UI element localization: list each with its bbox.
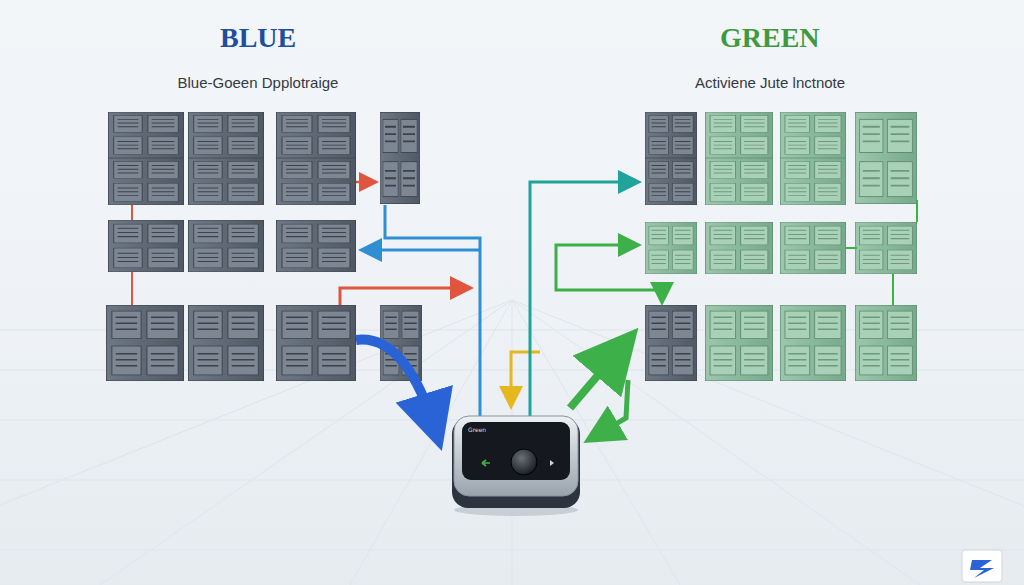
server-rack [276,220,356,272]
server-rack [705,112,773,158]
server-rack [705,222,773,274]
flow-arrow [590,244,636,247]
server-rack [780,112,846,158]
group-subtitle: Activiene Jute lnctnote [695,74,845,91]
flow-arrow [356,340,436,432]
server-rack [780,305,846,381]
server-rack [276,158,356,205]
group-subtitle: Blue-Goeen Dpplotraige [178,74,339,91]
traffic-arrows [132,182,917,438]
group-heading: BLUE [220,22,296,54]
floor-grid [0,300,1024,585]
flow-arrow [364,249,480,252]
flow-arrow [356,181,374,184]
server-rack [188,305,264,381]
group-heading: GREEN [720,22,820,54]
server-rack [108,112,184,158]
green-servers [645,112,917,381]
logo [962,550,1002,582]
link-line [131,205,133,305]
link-line [846,200,917,305]
flow-arrow [530,182,636,418]
server-rack [855,112,917,204]
server-rack [108,158,184,205]
flow-arrow [592,380,628,438]
flow-line [385,205,480,418]
server-rack [108,220,184,272]
flow-arrow [556,245,662,300]
server-rack [780,222,846,274]
device-label: Green [468,426,486,433]
server-rack [645,222,697,274]
server-rack [780,158,846,205]
server-rack [188,158,264,205]
server-rack [705,158,773,205]
flow-arrow [570,340,628,408]
flow-arrow [340,288,468,305]
server-rack [276,305,356,381]
server-rack [188,220,264,272]
flow-arrow [511,352,540,404]
server-rack [855,222,917,274]
server-rack [106,305,184,381]
server-rack [645,112,697,158]
server-rack [380,112,420,204]
server-rack [645,305,697,381]
traffic-switch: Green [450,414,582,516]
server-rack [645,158,697,205]
server-rack [188,112,264,158]
server-rack [855,305,917,381]
server-rack [276,112,356,158]
server-rack [705,305,773,381]
